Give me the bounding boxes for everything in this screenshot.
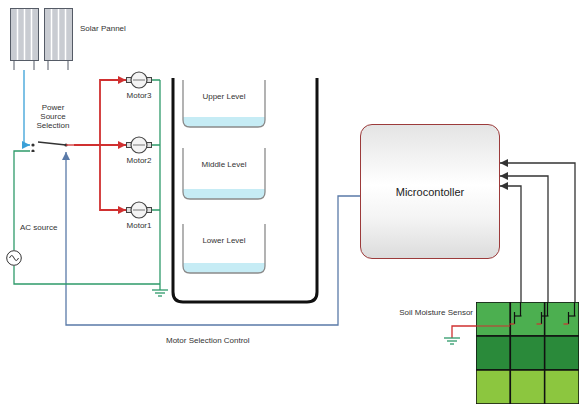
part-label: Motor1 [116, 221, 162, 230]
wire-connector [74, 80, 126, 145]
part-label: Motor2 [116, 156, 162, 165]
motor-symbol-outline [126, 201, 152, 219]
level-label: Upper Level [182, 92, 266, 101]
level-container: Middle Level [182, 148, 266, 200]
level-container: Lower Level [182, 224, 266, 274]
wire-connector [24, 70, 30, 145]
ground-symbol [152, 290, 168, 296]
wire-connector [500, 186, 521, 302]
water-tank [173, 78, 317, 302]
level-container-outline [182, 148, 266, 200]
motor-symbol: Motor1 [126, 201, 152, 219]
part-label: Motor3 [116, 91, 162, 100]
level-label: Middle Level [182, 160, 266, 169]
ground-symbol [444, 338, 460, 344]
level-container: Upper Level [182, 80, 266, 128]
part-label: Power Source Selection [30, 103, 76, 130]
motor-symbol: Motor2 [126, 136, 152, 154]
sensor-ground-wire [452, 326, 476, 338]
solar-panel: Solar Pannel [10, 8, 74, 70]
ac-source: AC source [6, 250, 22, 266]
source-switch: Power Source Selection [30, 138, 74, 152]
wire-connector [74, 145, 126, 210]
wire-connector [14, 151, 30, 250]
level-label: Lower Level [182, 236, 266, 245]
box-title: Microcontoller [396, 186, 464, 198]
part-label: AC source [20, 223, 57, 232]
motor-symbol-outline [126, 71, 152, 89]
level-container-outline [182, 224, 266, 274]
ground-return-wire [14, 80, 160, 290]
solar-panel-outline [10, 8, 74, 70]
motor-symbol: Motor3 [126, 71, 152, 89]
source-switch-outline [30, 138, 74, 152]
edge-label: Motor Selection Control [165, 336, 251, 345]
wire-connector [500, 163, 575, 302]
wire-connector [500, 176, 548, 302]
motor-symbol-outline [126, 136, 152, 154]
soil-sensor-grid-outline [476, 302, 579, 404]
ac-source-outline [6, 250, 22, 266]
part-label: Solar Pannel [80, 24, 126, 33]
level-container-outline [182, 80, 266, 128]
microcontroller-box: Microcontoller [360, 124, 500, 259]
soil-sensor-grid: Soil Moisture Sensor [476, 302, 579, 404]
part-label: Soil Moisture Sensor [399, 308, 473, 317]
